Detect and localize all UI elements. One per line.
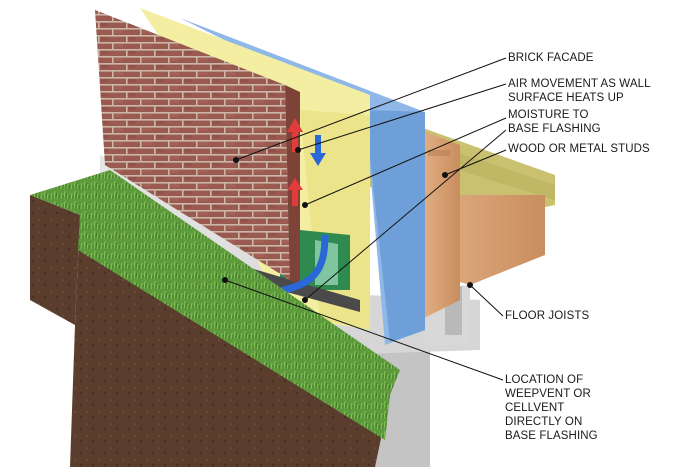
label-brick-facade: BRICK FACADE: [508, 51, 594, 65]
label-line: MOISTURE TO: [508, 109, 589, 121]
label-line: BASE FLASHING: [505, 430, 598, 442]
air-movement-arrows: [287, 118, 326, 206]
label-moisture: MOISTURE TO BASE FLASHING: [508, 108, 601, 136]
label-line: WOOD OR METAL STUDS: [508, 143, 650, 155]
label-line: CELLVENT: [505, 402, 565, 414]
label-line: DIRECTLY ON: [505, 416, 583, 428]
label-weepvent: LOCATION OF WEEPVENT OR CELLVENT DIRECTL…: [505, 373, 598, 443]
ground: [30, 170, 400, 467]
label-line: WEEPVENT OR: [505, 388, 591, 400]
label-line: SURFACE HEATS UP: [508, 92, 624, 104]
wood-studs: [420, 130, 460, 320]
label-line: BRICK FACADE: [508, 52, 594, 64]
label-studs: WOOD OR METAL STUDS: [508, 142, 650, 156]
label-line: LOCATION OF: [505, 374, 584, 386]
label-line: FLOOR JOISTS: [505, 310, 590, 322]
leader-lines: [224, 57, 507, 381]
label-floor-joists: FLOOR JOISTS: [505, 309, 589, 323]
label-line: BASE FLASHING: [508, 123, 601, 135]
label-line: AIR MOVEMENT AS WALL: [508, 78, 651, 90]
leader-dots: [222, 147, 473, 303]
label-air-movement: AIR MOVEMENT AS WALL SURFACE HEATS UP: [508, 77, 651, 105]
